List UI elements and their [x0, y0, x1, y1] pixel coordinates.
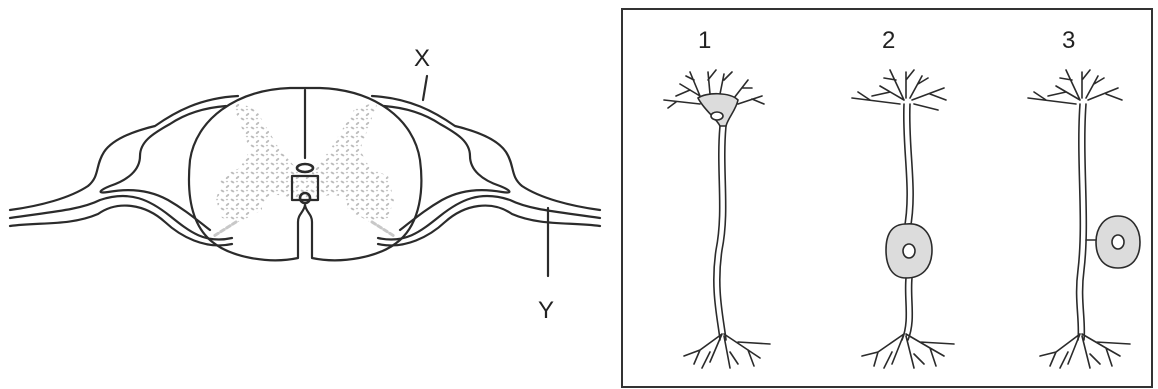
- neuron-3-unipolar: [1028, 70, 1140, 368]
- neuron-label-3: 3: [1062, 27, 1075, 54]
- spinal-cord-diagram: [10, 76, 600, 276]
- label-y: Y: [538, 297, 554, 324]
- neuron-1-multipolar: [664, 70, 770, 368]
- neuron-label-1: 1: [698, 27, 711, 54]
- neuron-panel-frame: [622, 9, 1152, 387]
- neuron-2-bipolar: [852, 70, 954, 368]
- neuron-label-2: 2: [882, 27, 895, 54]
- label-x-pointer: [423, 76, 427, 100]
- label-x: X: [414, 45, 430, 72]
- left-spinal-nerve: [10, 96, 238, 245]
- right-spinal-nerve: [372, 96, 600, 245]
- neuron-1-soma: [698, 94, 738, 126]
- central-canal: [297, 164, 313, 172]
